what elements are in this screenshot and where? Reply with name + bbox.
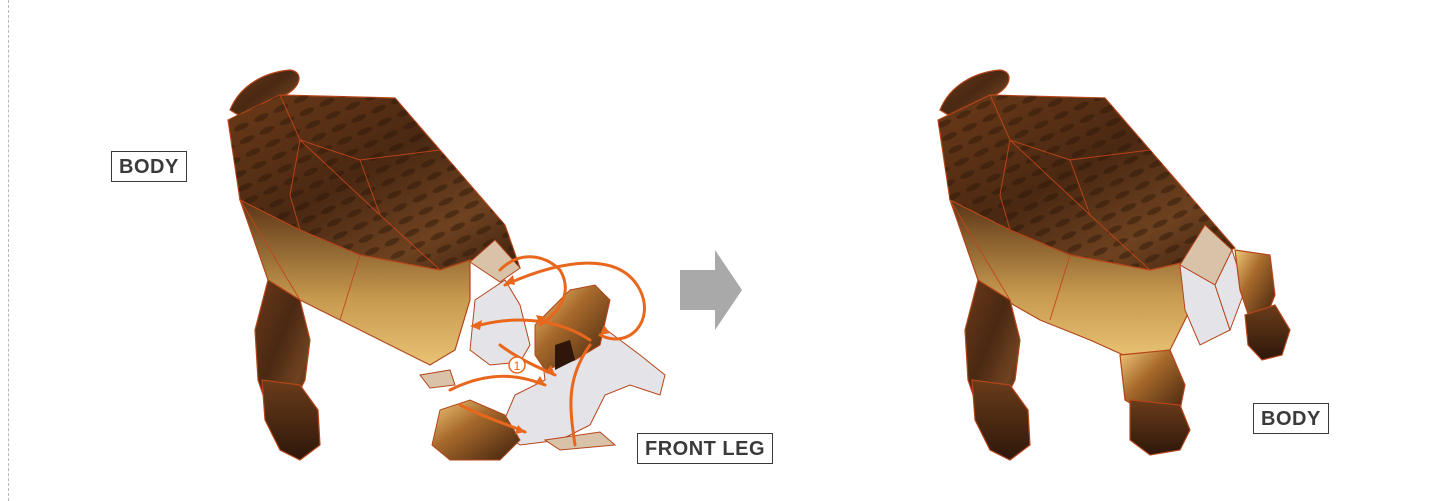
label-front-leg: FRONT LEG bbox=[637, 433, 773, 464]
right-body-model bbox=[938, 70, 1290, 460]
label-body-left: BODY bbox=[111, 151, 187, 182]
right-arrow-icon bbox=[680, 250, 742, 330]
step-marker-text: 1 bbox=[514, 359, 521, 373]
left-body-model bbox=[228, 70, 520, 460]
label-body-right: BODY bbox=[1253, 403, 1329, 434]
